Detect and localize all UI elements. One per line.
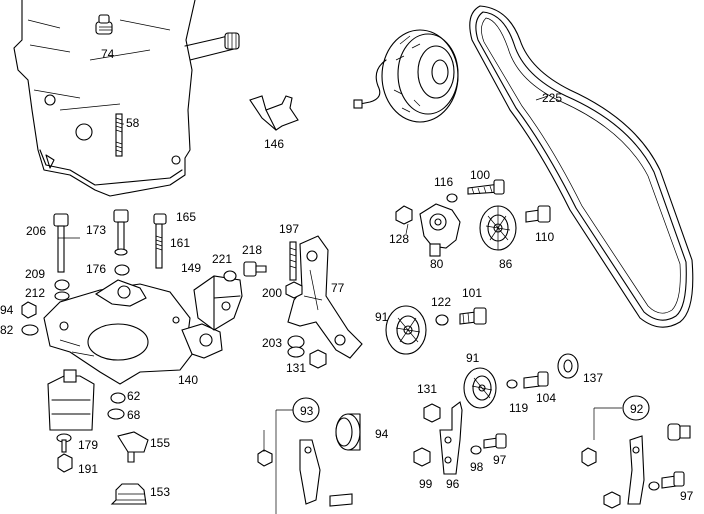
label-93: 93 (300, 404, 314, 418)
engine-block (13, 0, 240, 197)
label-221: 221 (212, 252, 233, 266)
label-128: 128 (389, 232, 410, 246)
belt-225 (469, 5, 694, 328)
label-104: 104 (536, 391, 557, 405)
label-161: 161 (170, 236, 191, 250)
label-122: 122 (431, 295, 452, 309)
label-97-right: 97 (680, 489, 694, 503)
label-116: 116 (434, 175, 454, 189)
label-101: 101 (462, 286, 483, 300)
label-146: 146 (264, 137, 285, 151)
label-94-left: 94 (0, 303, 14, 317)
label-119: 119 (509, 401, 529, 415)
label-100: 100 (470, 168, 491, 182)
label-212: 212 (25, 286, 46, 300)
label-153: 153 (150, 485, 171, 499)
label-91-lower: 91 (466, 351, 480, 365)
label-96: 96 (446, 477, 460, 491)
label-140: 140 (178, 373, 199, 387)
label-74: 74 (101, 47, 115, 61)
label-206: 206 (26, 224, 47, 238)
group-92 (581, 395, 691, 509)
label-98: 98 (470, 460, 484, 474)
label-179: 179 (78, 438, 99, 452)
label-131-lower: 131 (417, 382, 438, 396)
label-92: 92 (630, 402, 644, 416)
label-80: 80 (430, 257, 444, 271)
part-58 (115, 113, 123, 157)
label-176: 176 (86, 262, 107, 276)
label-197: 197 (279, 222, 300, 236)
label-110: 110 (535, 230, 555, 244)
label-165: 165 (176, 210, 197, 224)
leader-lines (58, 95, 549, 239)
pulley (353, 29, 459, 123)
label-218: 218 (242, 243, 263, 257)
label-97-center: 97 (493, 453, 507, 467)
part-146 (249, 95, 299, 131)
label-137: 137 (583, 371, 604, 385)
bracket-149 (193, 261, 267, 331)
label-131-upper: 131 (286, 361, 307, 375)
label-77: 77 (331, 281, 345, 295)
label-82: 82 (0, 323, 14, 337)
group-93 (257, 397, 361, 514)
label-149: 149 (181, 261, 202, 275)
tensioner-group (395, 179, 551, 257)
engine-mount (47, 369, 126, 473)
label-203: 203 (262, 336, 283, 350)
part-74 (95, 14, 113, 35)
bracket-77 (285, 235, 363, 369)
nuts-94-82 (21, 301, 39, 336)
label-209: 209 (25, 267, 46, 281)
label-94-right: 94 (375, 427, 389, 441)
mount-plate-140 (43, 279, 223, 385)
idler-91-lower (423, 353, 579, 423)
label-62: 62 (127, 389, 141, 403)
part-155-153 (110, 431, 149, 505)
label-91-upper: 91 (375, 310, 389, 324)
bolts-206-173-161 (53, 209, 167, 301)
idler-91-upper (385, 305, 487, 355)
label-68: 68 (127, 408, 141, 422)
label-191: 191 (78, 462, 99, 476)
label-155: 155 (150, 436, 171, 450)
group-96 (413, 401, 507, 475)
label-225: 225 (542, 91, 563, 105)
label-200: 200 (262, 286, 283, 300)
label-99: 99 (419, 477, 433, 491)
label-86: 86 (499, 257, 513, 271)
label-58: 58 (126, 116, 140, 130)
label-173: 173 (86, 223, 107, 237)
